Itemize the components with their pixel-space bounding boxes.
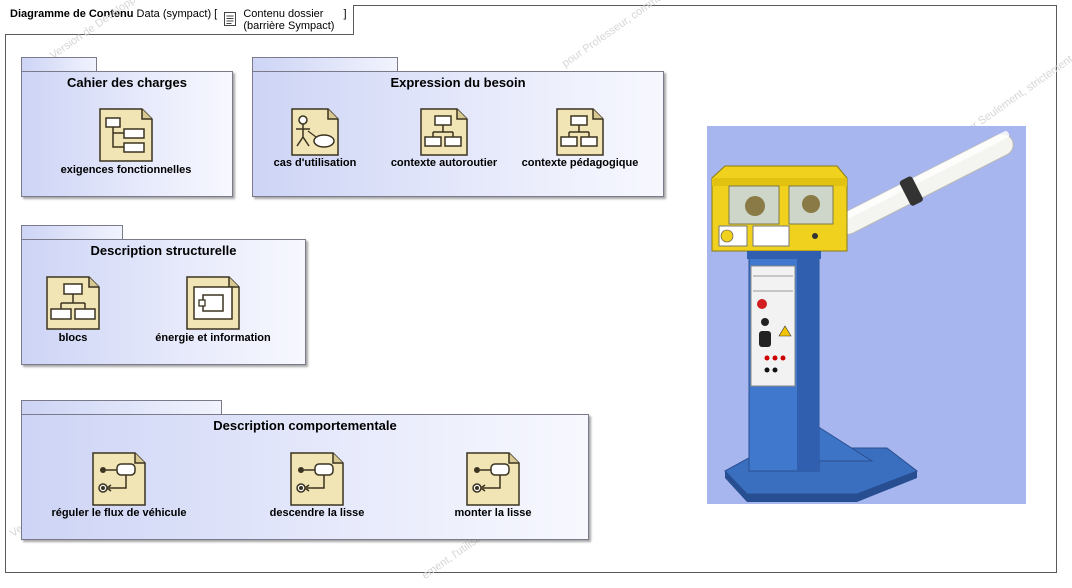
diagram-label: exigences fonctionnelles	[60, 164, 192, 176]
block-definition-diagram-icon	[46, 276, 100, 330]
diagram-label: blocs	[58, 332, 88, 344]
diagram-header: Diagramme de Contenu Data (sympact) [ Co…	[5, 5, 354, 35]
package-description-comportementale[interactable]: Description comportementale réguler le f…	[21, 400, 589, 540]
diagram-name: Data (sympact)	[136, 8, 212, 20]
bracket-close: ]	[343, 8, 347, 20]
doc-line-2: (barrière Sympact)	[243, 20, 335, 32]
internal-block-diagram-icon	[186, 276, 240, 330]
barrier-illustration	[711, 131, 1014, 502]
package-tab	[21, 57, 97, 71]
package-description-structurelle[interactable]: Description structurelle blocs énergie e…	[21, 225, 306, 365]
package-tab	[252, 57, 398, 71]
diagram-label: cas d'utilisation	[273, 157, 357, 169]
package-title: Expression du besoin	[390, 75, 526, 90]
diagram-label: contexte pédagogique	[521, 157, 639, 169]
diagram-label: monter la lisse	[454, 507, 532, 519]
documentation-link[interactable]: Contenu dossier (barrière Sympact)	[224, 8, 334, 32]
requirement-diagram-icon	[99, 108, 153, 162]
bracket-open: [	[214, 8, 218, 20]
doc-line-1: Contenu dossier	[243, 8, 324, 20]
package-expression-du-besoin[interactable]: Expression du besoin cas d'utilisation c…	[252, 57, 664, 197]
use-case-diagram-icon	[291, 108, 339, 156]
package-cahier-des-charges[interactable]: Cahier des charges exigences fonctionnel…	[21, 57, 233, 197]
package-tab	[21, 225, 123, 239]
block-diagram-icon	[420, 108, 468, 156]
diagram-frame	[5, 5, 1057, 573]
diagram-label: descendre la lisse	[269, 507, 365, 519]
package-tab	[21, 400, 222, 414]
block-diagram-icon	[556, 108, 604, 156]
diagram-kind: Diagramme de Contenu	[10, 8, 134, 20]
package-title: Description structurelle	[90, 243, 237, 258]
diagram-label: contexte autoroutier	[390, 157, 498, 169]
diagram-label: énergie et information	[155, 332, 271, 344]
package-title: Description comportementale	[213, 418, 397, 433]
barrier-photo	[707, 126, 1026, 504]
state-machine-diagram-icon	[92, 452, 146, 506]
state-machine-diagram-icon	[466, 452, 520, 506]
diagram-label: réguler le flux de véhicule	[51, 507, 187, 519]
document-icon	[224, 12, 237, 26]
package-title: Cahier des charges	[67, 75, 187, 90]
state-machine-diagram-icon	[290, 452, 344, 506]
